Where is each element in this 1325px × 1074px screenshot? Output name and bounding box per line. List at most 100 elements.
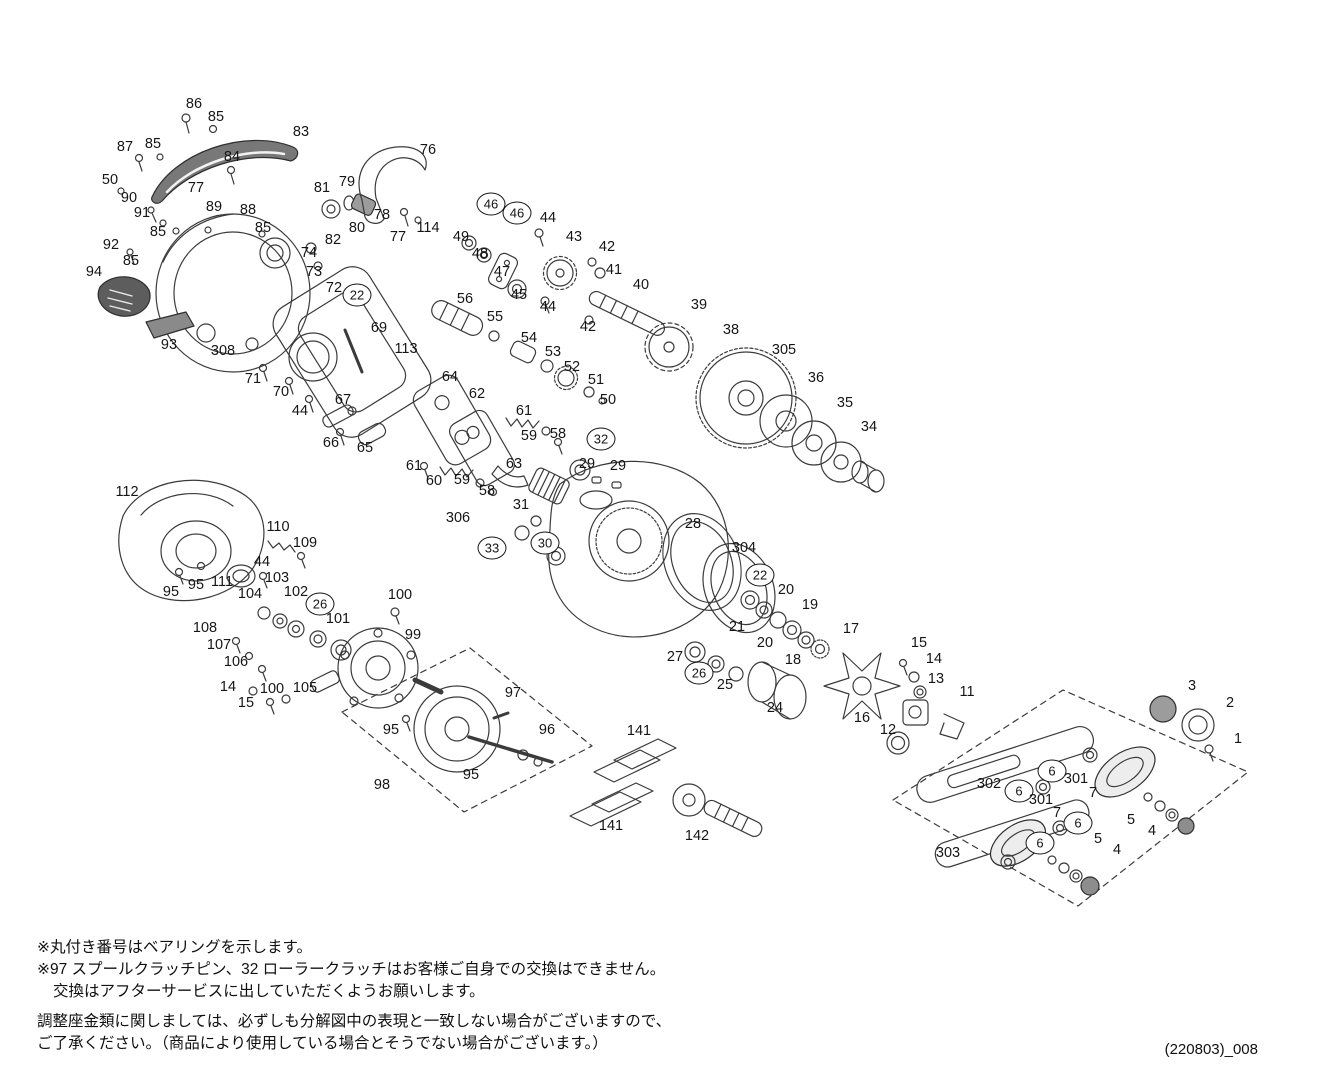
bearing-number-label: 6 <box>1004 779 1034 803</box>
part-number-label: 20 <box>756 634 774 651</box>
part-number-label: 301 <box>1063 770 1089 787</box>
part-number-label: 306 <box>445 509 471 526</box>
part-number-label: 11 <box>959 683 975 700</box>
part-number-label: 72 <box>325 279 343 296</box>
notes: ※丸付き番号はベアリングを示します。 ※97 スプールクラッチピン、32 ローラ… <box>37 937 671 1055</box>
part-number-label: 304 <box>731 539 757 556</box>
part-number-label: 13 <box>927 670 945 687</box>
part-number-label: 141 <box>626 722 652 739</box>
part-number-label: 44 <box>539 209 557 226</box>
part-number-label: 61 <box>405 457 423 474</box>
part-number-label: 77 <box>389 228 407 245</box>
part-number-label: 90 <box>120 189 138 206</box>
part-number-label: 43 <box>565 228 583 245</box>
part-number-label: 64 <box>441 368 459 385</box>
clutch-knob-parts <box>305 193 377 271</box>
part-number-label: 52 <box>563 358 581 375</box>
part-number-label: 95 <box>462 766 480 783</box>
part-number-label: 4 <box>1112 841 1122 858</box>
part-number-label: 40 <box>632 276 650 293</box>
part-number-label: 39 <box>690 296 708 313</box>
bearing-number-label: 46 <box>502 201 532 225</box>
part-number-label: 36 <box>807 369 825 386</box>
part-number-label: 98 <box>373 776 391 793</box>
part-number-label: 50 <box>101 171 119 188</box>
part-number-label: 59 <box>453 471 471 488</box>
part-number-label: 95 <box>187 576 205 593</box>
part-number-label: 65 <box>356 439 374 456</box>
part-number-label: 63 <box>505 455 523 472</box>
bearing-number-label: 32 <box>586 427 616 451</box>
note-bearing: ※丸付き番号はベアリングを示します。 <box>37 939 312 956</box>
part-number-label: 87 <box>116 138 134 155</box>
part-number-label: 73 <box>305 263 323 280</box>
spool-assembly-boxed <box>341 647 593 813</box>
part-number-label: 85 <box>207 108 225 125</box>
thumb-rest <box>97 276 195 339</box>
bearing-number-label: 30 <box>530 531 560 555</box>
note-no-self-replace: ※97 スプールクラッチピン、32 ローラークラッチはお客様ご自身での交換はでき… <box>37 961 666 978</box>
part-number-label: 31 <box>512 496 530 513</box>
bearing-number-label: 46 <box>476 192 506 216</box>
part-number-label: 100 <box>387 586 413 603</box>
part-number-label: 15 <box>237 694 255 711</box>
part-number-label: 97 <box>504 684 522 701</box>
part-number-label: 95 <box>382 721 400 738</box>
part-number-label: 29 <box>578 455 596 472</box>
part-number-label: 77 <box>187 179 205 196</box>
part-number-label: 58 <box>549 425 567 442</box>
part-number-label: 53 <box>544 343 562 360</box>
part-number-label: 12 <box>879 721 897 738</box>
part-number-label: 82 <box>324 231 342 248</box>
part-number-label: 44 <box>539 298 557 315</box>
bearing-number-label: 33 <box>477 536 507 560</box>
part-number-label: 86 <box>185 95 203 112</box>
part-number-label: 107 <box>206 636 232 653</box>
part-number-label: 113 <box>394 340 418 357</box>
part-number-label: 47 <box>493 263 511 280</box>
part-number-label: 108 <box>192 619 218 636</box>
part-number-label: 45 <box>510 286 528 303</box>
part-number-label: 62 <box>468 385 486 402</box>
part-number-label: 105 <box>292 679 318 696</box>
part-number-label: 21 <box>728 618 746 635</box>
part-number-label: 24 <box>766 699 784 716</box>
bearing-number-label: 22 <box>745 563 775 587</box>
part-number-label: 61 <box>515 402 533 419</box>
part-number-label: 85 <box>122 252 140 269</box>
part-number-label: 89 <box>205 198 223 215</box>
part-number-label: 17 <box>842 620 860 637</box>
frame-screws <box>258 363 387 446</box>
part-number-label: 142 <box>684 827 710 844</box>
part-number-label: 110 <box>266 518 290 535</box>
drag-hub-assembly <box>231 606 444 715</box>
part-number-label: 308 <box>210 342 236 359</box>
part-number-label: 301 <box>1028 791 1054 808</box>
part-number-label: 99 <box>404 626 422 643</box>
part-number-label: 14 <box>925 650 943 667</box>
part-number-label: 51 <box>587 371 605 388</box>
part-number-label: 44 <box>291 402 309 419</box>
part-number-label: 5 <box>1093 830 1103 847</box>
friction-sheets <box>569 738 677 827</box>
part-number-label: 141 <box>598 817 624 834</box>
bearing-number-label: 6 <box>1025 831 1055 855</box>
part-number-label: 66 <box>322 434 340 451</box>
part-number-label: 84 <box>223 148 241 165</box>
part-number-label: 74 <box>300 244 318 261</box>
note-after-service: 交換はアフターサービスに出していただくようお願いします。 <box>53 983 485 1000</box>
part-number-label: 80 <box>348 219 366 236</box>
part-number-label: 109 <box>292 534 318 551</box>
part-number-label: 50 <box>599 391 617 408</box>
top-bracket <box>358 146 427 227</box>
bearing-number-label: 6 <box>1037 759 1067 783</box>
part-number-label: 104 <box>237 585 263 602</box>
part-number-label: 85 <box>144 135 162 152</box>
part-number-label: 7 <box>1052 804 1062 821</box>
rotor-and-spool <box>684 641 965 755</box>
part-number-label: 14 <box>219 678 237 695</box>
left-side-cover <box>118 479 306 602</box>
part-number-label: 102 <box>283 583 309 600</box>
